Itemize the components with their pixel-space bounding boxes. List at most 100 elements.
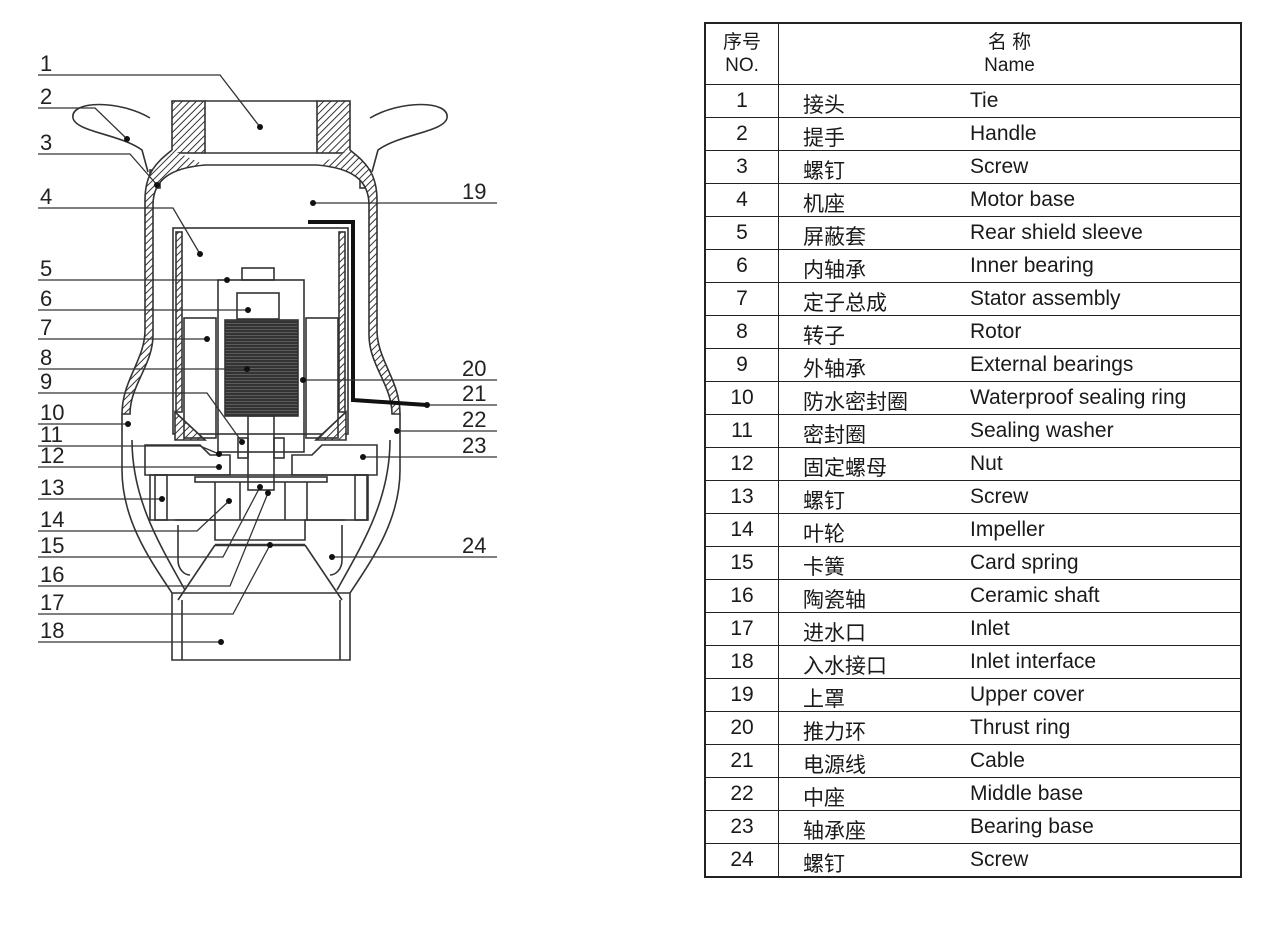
inlet: [175, 519, 345, 541]
part-name-en: Handle: [970, 122, 1037, 145]
part-name-en: Impeller: [970, 518, 1045, 541]
leader-dot: [239, 439, 245, 445]
part-name-zh: 电源线: [803, 754, 866, 777]
leader-dot: [218, 639, 224, 645]
leader-line: [38, 107, 128, 140]
leader-dot: [154, 182, 160, 188]
part-name-zh: 转子: [803, 325, 845, 348]
part-number: 19: [704, 678, 779, 712]
part-name-zh: 密封圈: [803, 424, 866, 447]
callout-number: 17: [40, 590, 64, 615]
part-name-zh: 定子总成: [803, 292, 887, 315]
leader-dot: [329, 554, 335, 560]
part-name-zh: 外轴承: [803, 358, 866, 381]
rotor: [224, 319, 299, 417]
part-name-en: Inner bearing: [970, 254, 1094, 277]
callout-number: 19: [462, 179, 486, 204]
part-number: 17: [704, 612, 779, 646]
stator-left: [183, 317, 217, 439]
table-row: 6 内轴承 Inner bearing: [704, 249, 1242, 283]
part-name-zh: 防水密封圈: [803, 391, 908, 414]
part-name-en: Screw: [970, 848, 1029, 871]
part-name-zh: 接头: [803, 94, 845, 117]
leader-dot: [360, 454, 366, 460]
part-name-en: Sealing washer: [970, 419, 1114, 442]
part-number: 23: [704, 810, 779, 844]
part-name: 转子 Rotor: [778, 315, 1242, 349]
leader-line: [38, 445, 220, 455]
callout-number: 16: [40, 562, 64, 587]
part-name-zh: 屏蔽套: [803, 226, 866, 249]
header-no-en: NO.: [725, 55, 759, 76]
callout-number: 9: [40, 369, 52, 394]
part-name-zh: 提手: [803, 127, 845, 150]
header-name-zh: 名 称: [987, 32, 1032, 53]
leader-dot: [216, 451, 222, 457]
part-number: 13: [704, 480, 779, 514]
header-no-zh: 序号: [722, 32, 761, 53]
callout-number: 22: [462, 407, 486, 432]
header-name-en: Name: [984, 55, 1035, 76]
part-number: 2: [704, 117, 779, 151]
leader-dot: [257, 124, 263, 130]
leader-dot: [125, 421, 131, 427]
callout-number: 13: [40, 475, 64, 500]
handle-left: [72, 103, 151, 173]
leader-line: [38, 153, 158, 186]
part-name-en: Rotor: [970, 320, 1022, 343]
part-name: 密封圈 Sealing washer: [778, 414, 1242, 448]
leader-dot: [394, 428, 400, 434]
callout-number: 4: [40, 184, 52, 209]
pump-drawing: [72, 100, 448, 661]
callout-number: 18: [40, 618, 64, 643]
leader-dot: [424, 402, 430, 408]
leader-dot: [265, 490, 271, 496]
part-number: 9: [704, 348, 779, 382]
part-name-en: Thrust ring: [970, 716, 1071, 739]
callout-number: 11: [40, 422, 63, 447]
leader-dot: [197, 251, 203, 257]
part-name: 电源线 Cable: [778, 744, 1242, 778]
callout-number: 23: [462, 433, 486, 458]
callout-number: 7: [40, 315, 52, 340]
part-name-zh: 中座: [803, 787, 845, 810]
callout-number: 12: [40, 443, 64, 468]
leader-dot: [226, 498, 232, 504]
part-name: 提手 Handle: [778, 117, 1242, 151]
part-name-en: External bearings: [970, 353, 1134, 376]
leader-line: [38, 207, 201, 255]
leader-dot: [244, 366, 250, 372]
upper-cover: [121, 149, 206, 415]
callout-number: 21: [462, 381, 486, 406]
callout-number: 5: [40, 256, 52, 281]
part-name-en: Nut: [970, 452, 1003, 475]
part-name-en: Cable: [970, 749, 1025, 772]
part-name-zh: 内轴承: [803, 259, 866, 282]
leader-line: [38, 492, 269, 587]
part-number: 16: [704, 579, 779, 613]
part-number: 7: [704, 282, 779, 316]
part-number: 6: [704, 249, 779, 283]
part-name-en: Rear shield sleeve: [970, 221, 1143, 244]
part-name-en: Ceramic shaft: [970, 584, 1100, 607]
